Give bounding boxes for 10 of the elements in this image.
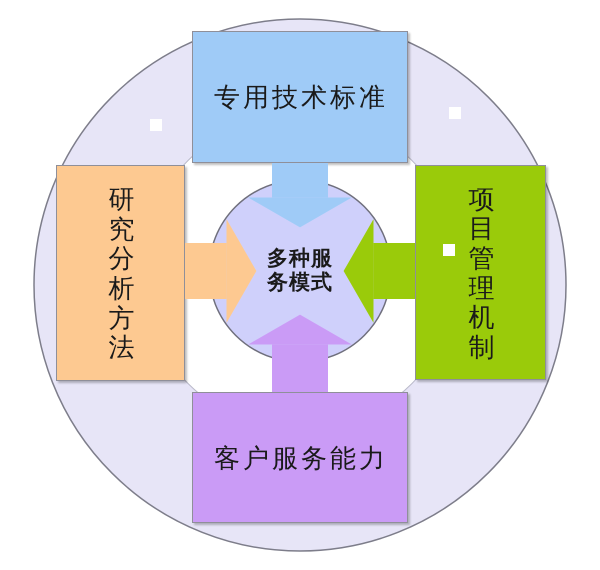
node-label: 客户服务能力 xyxy=(214,444,388,474)
label-box xyxy=(192,392,408,523)
label-box xyxy=(56,165,185,381)
label-box xyxy=(192,31,408,163)
node-label: 项目管理机制 xyxy=(468,184,496,362)
label-box xyxy=(415,165,546,380)
arrow xyxy=(344,219,415,323)
node-label: 专用技术标准 xyxy=(214,83,388,113)
node-label: 多种服务模式 xyxy=(266,246,334,296)
node-label: 研究分析方法 xyxy=(108,185,136,363)
